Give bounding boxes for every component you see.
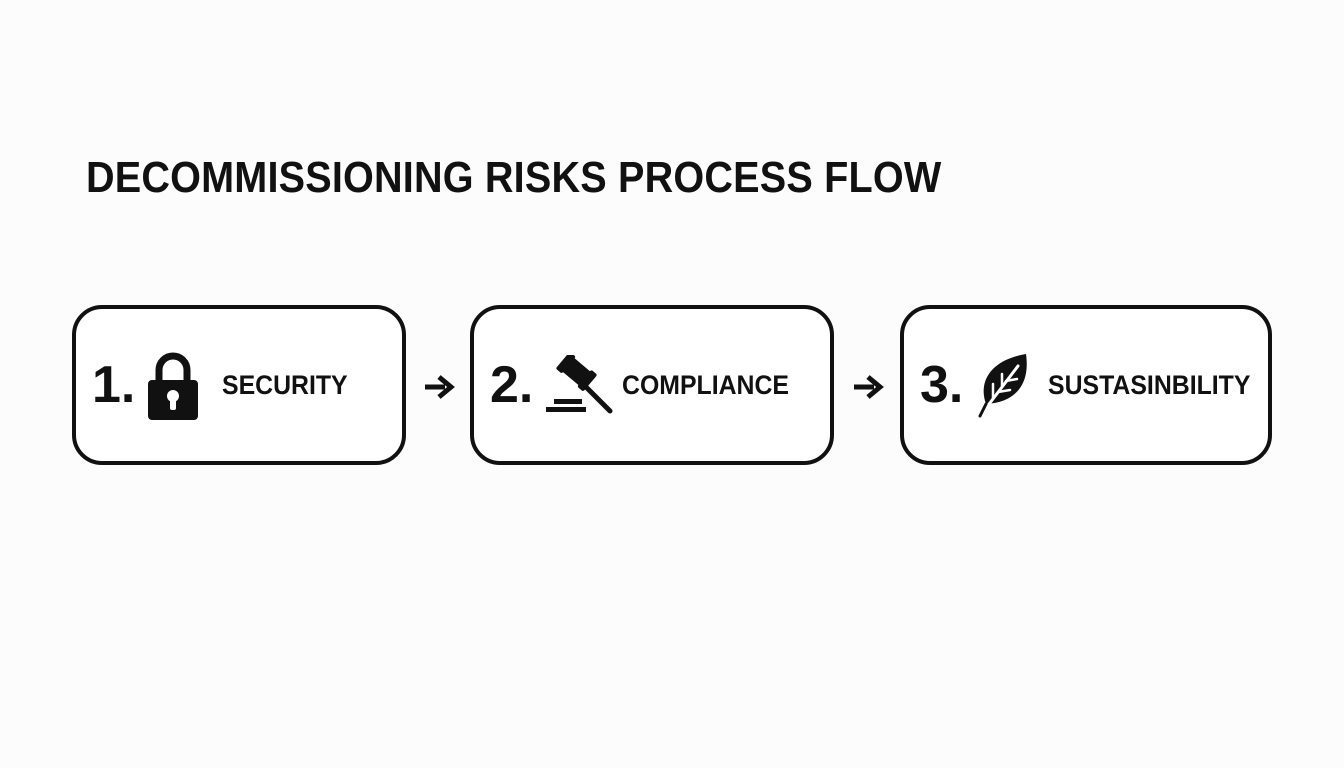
- lock-icon: [148, 352, 198, 420]
- leaf-icon: [978, 354, 1027, 418]
- step-security-box: 1. SECURITY: [72, 305, 406, 465]
- step-number: 3.: [920, 356, 964, 414]
- step-label: SUSTASINBILITY: [1048, 370, 1251, 400]
- step-number: 1.: [92, 356, 136, 414]
- arrow-right-icon: [425, 375, 455, 399]
- step-compliance-box: 2. COMPLIANCE: [470, 305, 834, 465]
- step-label: SECURITY: [222, 370, 348, 400]
- gavel-icon: [546, 355, 613, 414]
- step-label: COMPLIANCE: [622, 370, 789, 400]
- step-number: 2.: [490, 356, 534, 414]
- diagram-title: DECOMMISSIONING RISKS PROCESS FLOW: [86, 153, 942, 202]
- step-sustainability-box: 3. SUSTASINBILITY: [900, 305, 1272, 465]
- arrow-right-icon: [854, 375, 884, 399]
